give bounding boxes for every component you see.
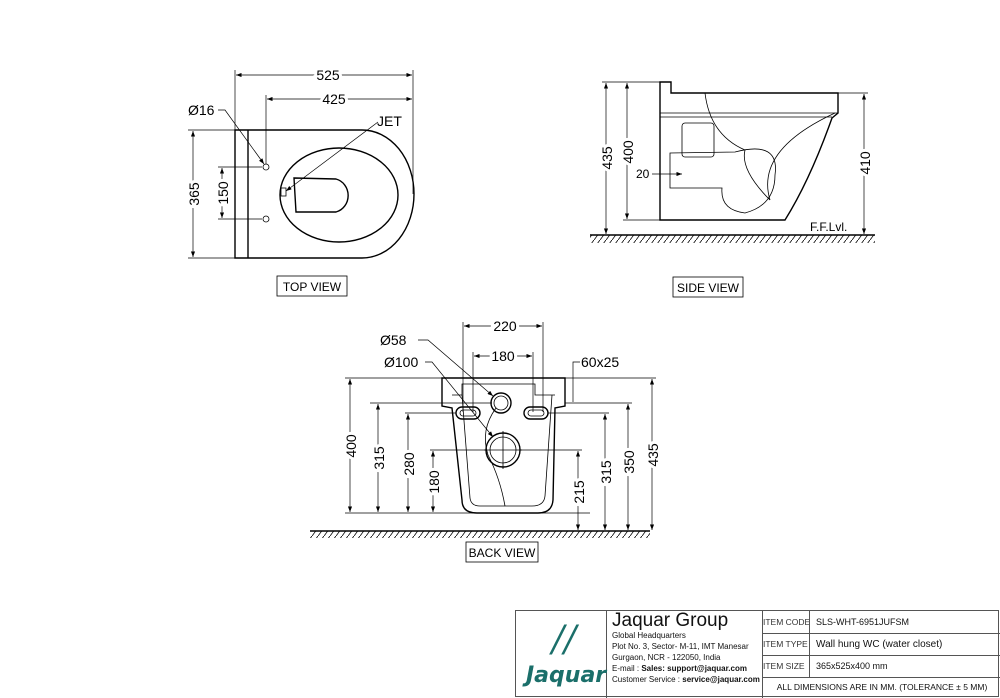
trap-curve bbox=[484, 407, 506, 507]
back-view: 220 180 Ø58 Ø100 60x25 400 315 280 180 2… bbox=[310, 315, 664, 563]
dim-180-width: 180 bbox=[491, 348, 515, 364]
service-line: Customer Service : service@jaquar.com bbox=[612, 675, 760, 684]
item-size: 365x525x400 mm bbox=[816, 661, 888, 671]
floor-hatch bbox=[310, 531, 650, 538]
logo-wordmark: Jaquar bbox=[526, 663, 607, 688]
jet-label: JET bbox=[377, 113, 402, 129]
dim-410: 410 bbox=[857, 151, 873, 175]
top-view-title: TOP VIEW bbox=[283, 280, 342, 294]
dim-400: 400 bbox=[343, 434, 359, 458]
dim-d58: Ø58 bbox=[380, 332, 407, 348]
dim-60x25: 60x25 bbox=[581, 354, 619, 370]
dim-435-back: 435 bbox=[645, 443, 661, 467]
fixing-hole bbox=[262, 215, 270, 223]
fixing-hole bbox=[262, 163, 270, 171]
floor-hatch bbox=[590, 235, 875, 243]
dim-350: 350 bbox=[621, 450, 637, 474]
dim-d16: Ø16 bbox=[188, 102, 215, 118]
company-name: Jaquar Group bbox=[612, 610, 729, 631]
dim-220: 220 bbox=[493, 318, 517, 334]
dim-150: 150 bbox=[215, 181, 231, 205]
title-block: // Jaquar Jaquar Group Global Headquarte… bbox=[515, 610, 1000, 698]
top-view-label-box bbox=[276, 275, 348, 297]
dim-400: 400 bbox=[620, 140, 636, 164]
inlet-rect bbox=[681, 122, 715, 158]
back-view-label-box bbox=[465, 541, 539, 563]
side-view: 435 400 410 20 F.F.Lvl. SIDE VIEW bbox=[590, 81, 876, 298]
jaquar-logo: // Jaquar bbox=[516, 611, 607, 698]
dim-d100: Ø100 bbox=[384, 354, 418, 370]
top-outline bbox=[234, 129, 415, 259]
top-view: 525 425 365 150 Ø16 JET TOP VIEW bbox=[183, 64, 415, 297]
bowl-opening bbox=[279, 147, 399, 243]
dim-435: 435 bbox=[599, 146, 615, 170]
address-line: Gurgaon, NCR - 122050, India bbox=[612, 653, 721, 662]
back-outline bbox=[441, 377, 566, 514]
logo-mark-icon: // bbox=[552, 619, 577, 660]
side-view-title: SIDE VIEW bbox=[677, 281, 740, 295]
dim-215: 215 bbox=[571, 480, 587, 504]
dim-180-height: 180 bbox=[426, 470, 442, 494]
email-line: E-mail : Sales: support@jaquar.com bbox=[612, 664, 747, 673]
trap-profile bbox=[669, 148, 776, 214]
dim-315-right: 315 bbox=[598, 460, 614, 484]
dim-365: 365 bbox=[186, 182, 202, 206]
side-view-label-box bbox=[672, 276, 744, 298]
company-info: Jaquar Group Global Headquarters Plot No… bbox=[612, 610, 762, 685]
dimensions-note: ALL DIMENSIONS ARE IN MM. (TOLERANCE ± 5… bbox=[776, 682, 988, 692]
dim-280: 280 bbox=[401, 452, 417, 476]
outlet-shape bbox=[293, 177, 349, 213]
dim-425: 425 bbox=[322, 91, 346, 107]
bowl-profile bbox=[704, 92, 836, 201]
back-view-title: BACK VIEW bbox=[469, 546, 536, 560]
service-email[interactable]: service@jaquar.com bbox=[682, 675, 760, 684]
address-line: Global Headquarters bbox=[612, 631, 686, 640]
side-outline bbox=[659, 81, 839, 221]
address-line: Plot No. 3, Sector- M-11, IMT Manesar bbox=[612, 642, 749, 651]
dim-20: 20 bbox=[636, 167, 650, 181]
floor-level-label: F.F.Lvl. bbox=[810, 220, 847, 234]
item-code: SLS-WHT-6951JUFSM bbox=[816, 617, 910, 627]
jet-nozzle bbox=[280, 187, 287, 197]
dim-315-left: 315 bbox=[371, 446, 387, 470]
sales-email[interactable]: Sales: support@jaquar.com bbox=[641, 664, 747, 673]
item-type: Wall hung WC (water closet) bbox=[816, 638, 943, 650]
dim-525: 525 bbox=[316, 67, 340, 83]
